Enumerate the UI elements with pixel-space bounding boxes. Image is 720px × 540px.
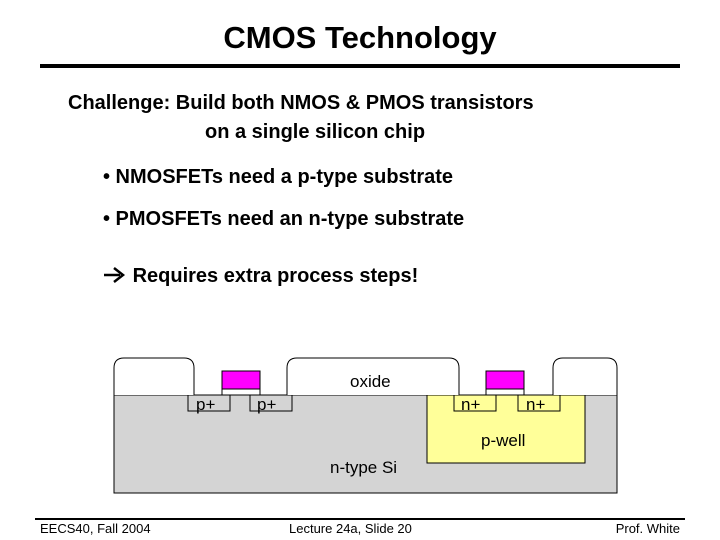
nmos-drain-region xyxy=(517,394,561,412)
nmos-gate xyxy=(485,370,525,390)
footer-course: EECS40, Fall 2004 xyxy=(40,521,151,536)
conclusion: Requires extra process steps! xyxy=(103,265,418,288)
oxide-center xyxy=(286,357,460,395)
footer-author: Prof. White xyxy=(615,521,680,536)
right-arrow-icon xyxy=(104,267,126,283)
nmos-source-region xyxy=(453,394,497,412)
p-well-region xyxy=(426,394,586,464)
oxide-label: oxide xyxy=(350,372,391,391)
pmos-source-label: p+ xyxy=(196,395,216,414)
challenge-line-1: Challenge: Build both NMOS & PMOS transi… xyxy=(68,92,534,114)
pmos-gate-oxide xyxy=(221,388,261,396)
oxide-left xyxy=(113,357,195,395)
nmos-drain-label: n+ xyxy=(526,395,546,414)
pmos-drain-label: p+ xyxy=(257,395,277,414)
substrate-label: n-type Si xyxy=(330,458,398,477)
bullet-nmos: • NMOSFETs need a p-type substrate xyxy=(103,166,454,188)
nmos-source-label: n+ xyxy=(461,395,481,414)
conclusion-text: Requires extra process steps! xyxy=(132,265,419,287)
challenge-line-2: on a single silicon chip xyxy=(205,121,426,143)
title-divider xyxy=(40,64,680,68)
p-well-label: p-well xyxy=(481,431,526,450)
oxide-right xyxy=(552,357,618,395)
bullet-pmos: • PMOSFETs need an n-type substrate xyxy=(103,208,465,230)
pmos-source-region xyxy=(187,394,231,412)
pmos-drain-region xyxy=(249,394,293,412)
slide-title: CMOS Technology xyxy=(223,20,497,55)
footer-slide-number: Lecture 24a, Slide 20 xyxy=(289,521,412,536)
nmos-gate-oxide xyxy=(485,388,525,396)
pmos-gate xyxy=(221,370,261,390)
footer-divider xyxy=(35,518,685,520)
